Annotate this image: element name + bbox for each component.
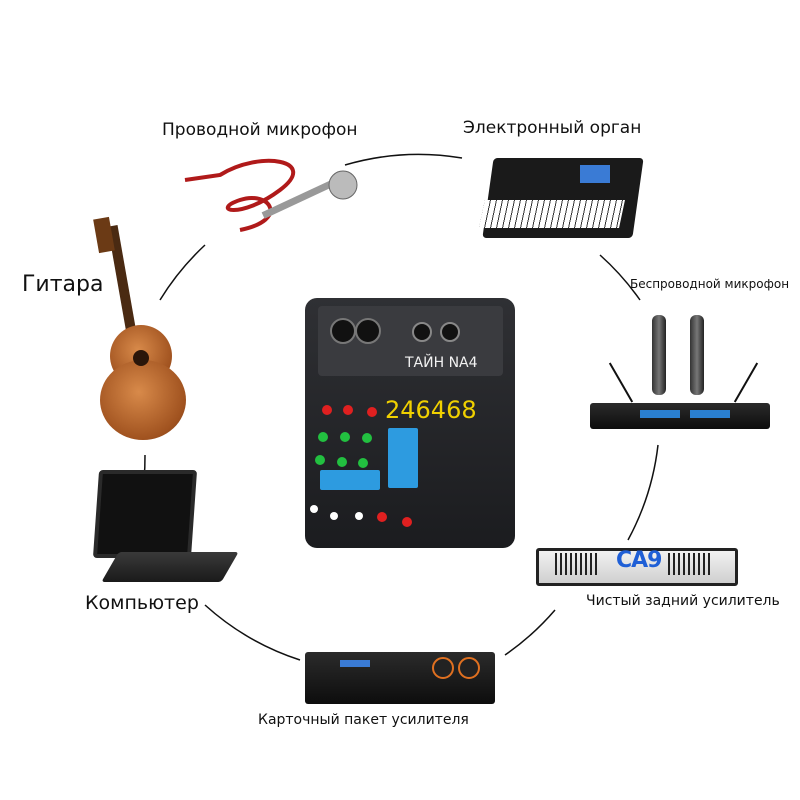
arc-card-computer <box>204 604 301 661</box>
mixer-model: ТАЙН NA4 <box>405 355 478 371</box>
keyboard-label: Электронный орган <box>463 118 642 138</box>
wired-microphone-image <box>180 150 360 240</box>
arc-amp-card <box>504 609 556 656</box>
wireless-mic-label: Беспроводной микрофон <box>630 277 790 291</box>
card-amp-label: Карточный пакет усилителя <box>258 712 469 728</box>
computer-label: Компьютер <box>85 592 199 614</box>
wired-mic-label: Проводной микрофон <box>162 120 358 140</box>
guitar-label: Гитара <box>22 272 104 297</box>
power-amp-brand: CA9 <box>616 548 662 573</box>
arc-wireless-amp <box>627 444 659 541</box>
power-amp-label: Чистый задний усилитель <box>586 593 780 609</box>
mixer-number: 246468 <box>385 396 477 424</box>
arc-mic-keyboard <box>344 153 463 166</box>
arc-keyboard-wireless <box>599 254 641 301</box>
arc-guitar-mic <box>159 244 206 301</box>
